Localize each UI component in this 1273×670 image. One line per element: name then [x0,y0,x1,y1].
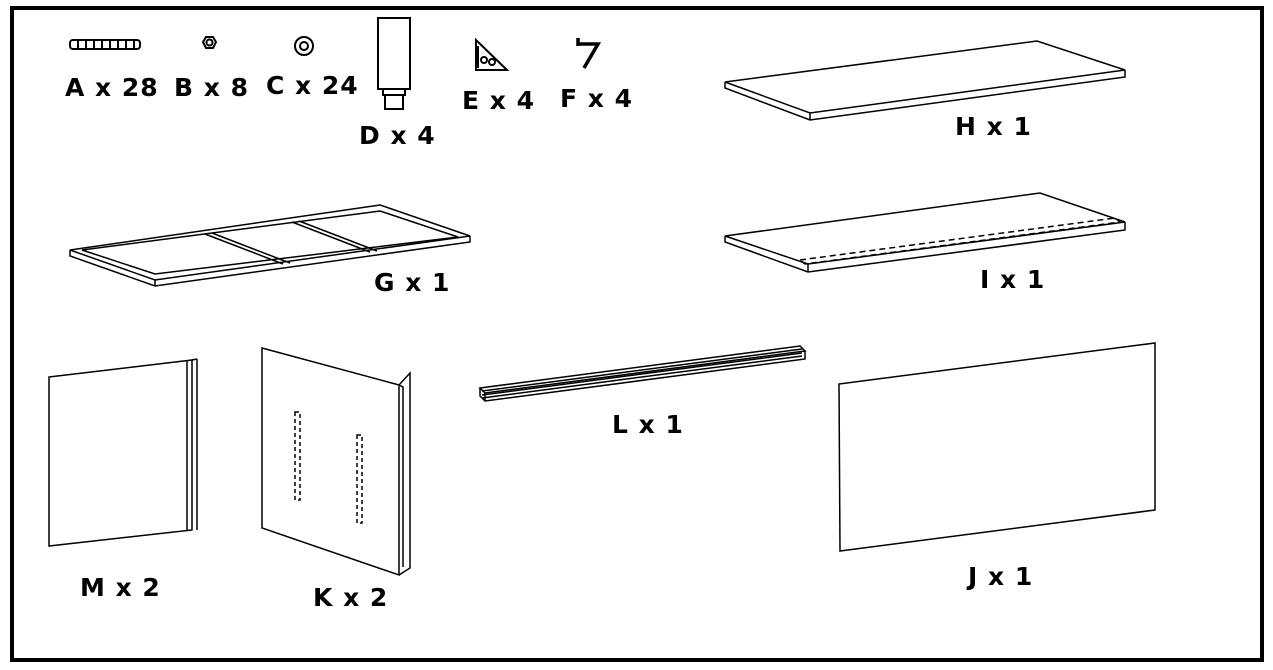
border-frame [10,6,1264,662]
part-i-label: I x 1 [980,265,1046,294]
side-panel-icon [48,358,198,547]
part-d-label: D x 4 [359,121,436,150]
part-j-label: J x 1 [968,562,1034,591]
part-e-label: E x 4 [462,86,536,115]
part-m-label: M x 2 [80,573,161,602]
side-panel-bracket-icon [261,347,411,577]
part-g-label: G x 1 [374,268,451,297]
part-c-label: C x 24 [266,71,359,100]
frame-icon [69,204,471,287]
corner-bracket-icon [475,37,510,71]
washer-icon [294,36,314,56]
rails-icon [478,345,807,402]
part-a-label: A x 28 [65,73,159,102]
top-panel-icon [724,40,1126,121]
back-panel-icon [838,342,1156,552]
part-f-label: F x 4 [560,84,634,113]
bolt-icon [69,39,141,50]
part-h-label: H x 1 [955,112,1032,141]
shelf-panel-icon [724,192,1126,273]
part-k-label: K x 2 [313,583,389,612]
hex-nut-icon [201,36,218,49]
part-b-label: B x 8 [174,73,249,102]
leveling-foot-icon [377,17,411,110]
hook-icon [576,38,602,69]
part-l-label: L x 1 [612,410,684,439]
